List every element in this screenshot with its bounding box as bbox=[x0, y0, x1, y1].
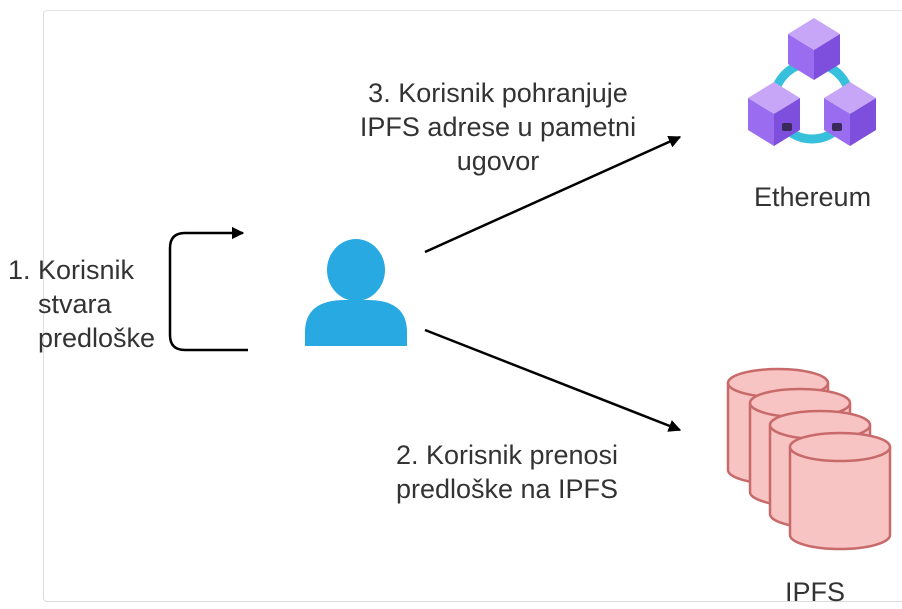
step1-line-3: predloške bbox=[38, 323, 156, 353]
step3-label: 3. Korisnik pohranjuje IPFS adrese u pam… bbox=[333, 76, 663, 178]
database-stack-icon bbox=[726, 367, 892, 551]
step1-line-1: Korisnik bbox=[38, 255, 135, 285]
ipfs-label: IPFS bbox=[785, 577, 846, 607]
user-icon bbox=[305, 239, 407, 346]
step1-line-2: stvara bbox=[38, 289, 112, 319]
step2-line-1: 2. Korisnik prenosi bbox=[395, 440, 619, 470]
ethereum-blocks-icon bbox=[748, 18, 876, 146]
step3-line-3: ugovor bbox=[456, 146, 540, 176]
ethereum-label: Ethereum bbox=[754, 182, 872, 212]
diagram-frame bbox=[43, 10, 902, 602]
self-loop-arrow bbox=[168, 226, 248, 352]
step1-number: 1. bbox=[8, 255, 31, 285]
step3-line-1: 3. Korisnik pohranjuje bbox=[368, 78, 628, 108]
step3-line-2: IPFS adrese u pametni bbox=[359, 112, 637, 142]
step2-label: 2. Korisnik prenosi predloške na IPFS bbox=[362, 438, 652, 506]
arrow-to-ipfs bbox=[424, 328, 682, 432]
arrow-to-ethereum bbox=[424, 135, 682, 254]
step2-line-2: predloške na IPFS bbox=[395, 474, 619, 504]
